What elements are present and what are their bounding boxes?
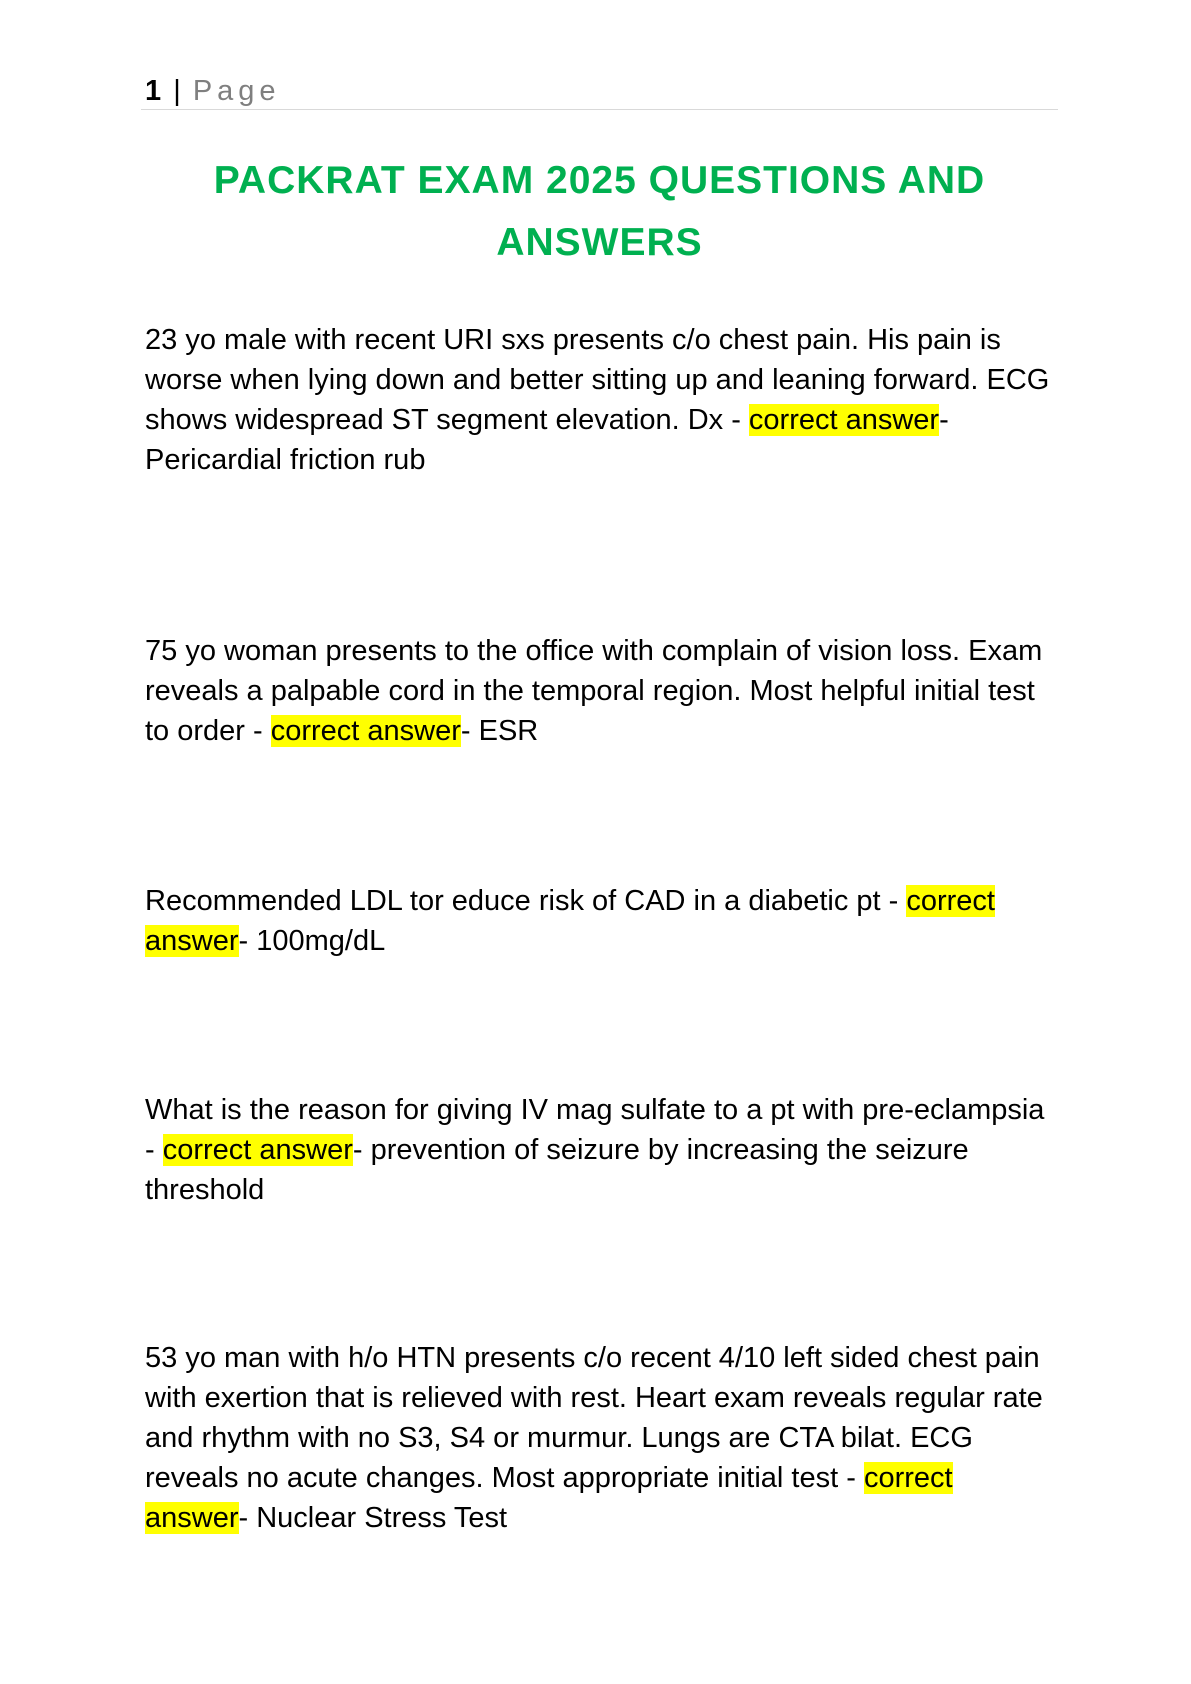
question-text: 53 yo man with h/o HTN presents c/o rece… (145, 1342, 1043, 1494)
answer-text: - 100mg/dL (238, 925, 386, 957)
page-label: Page (192, 75, 281, 107)
question-text: What is the reason for giving IV mag sul… (145, 1094, 1045, 1166)
answer-text: - Pericardial friction rub (145, 404, 949, 476)
question-text: 23 yo male with recent URI sxs presents … (145, 324, 1050, 436)
answer-text: - prevention of seizure by increasing th… (145, 1134, 969, 1206)
page-separator: | (173, 75, 183, 107)
answer-text: - Nuclear Stress Test (238, 1502, 508, 1534)
qa-item-3: Recommended LDL tor educe risk of CAD in… (145, 881, 1060, 961)
qa-item-5: 53 yo man with h/o HTN presents c/o rece… (145, 1338, 1060, 1538)
qa-item-1: 23 yo male with recent URI sxs presents … (145, 320, 1060, 480)
correct-answer-label: correct answer (748, 404, 940, 436)
answer-text: - ESR (460, 715, 539, 747)
qa-item-4: What is the reason for giving IV mag sul… (145, 1090, 1060, 1210)
question-text: Recommended LDL tor educe risk of CAD in… (145, 885, 899, 917)
correct-answer-label: correct answer (270, 715, 461, 747)
page-number: 1 (145, 75, 164, 107)
question-text: 75 yo woman presents to the office with … (145, 635, 1043, 747)
correct-answer-label: correct answer (162, 1134, 353, 1166)
header-divider (141, 109, 1058, 110)
page-header: 1 | Page (145, 74, 1058, 110)
qa-item-2: 75 yo woman presents to the office with … (145, 631, 1060, 751)
document-title: PACKRAT EXAM 2025 QUESTIONS AND ANSWERS (213, 159, 986, 264)
